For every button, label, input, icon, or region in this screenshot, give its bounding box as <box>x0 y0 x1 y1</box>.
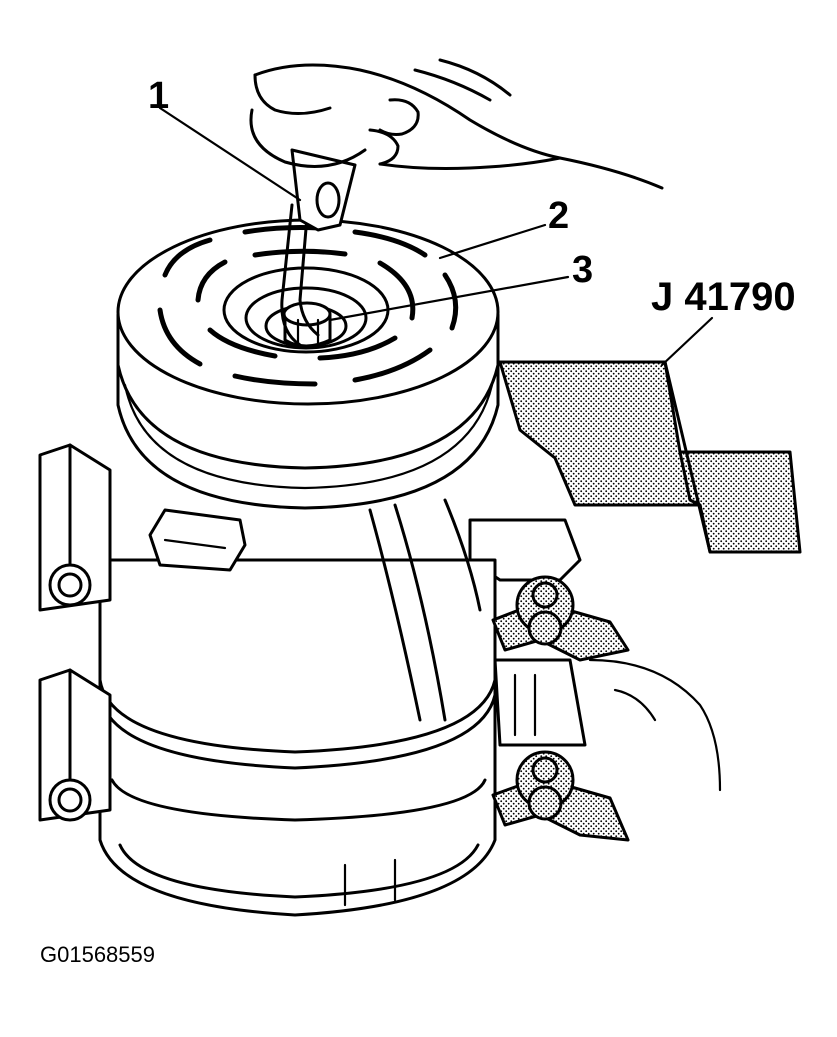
bench-edge <box>588 658 722 792</box>
tool-label: J 41790 <box>651 275 796 319</box>
upper-wing-nut <box>491 575 630 662</box>
holding-fixture <box>498 360 802 554</box>
hand <box>249 58 664 190</box>
callout-3: 3 <box>572 249 593 291</box>
callout-1: 1 <box>148 75 169 117</box>
shaft-nut <box>282 301 332 348</box>
clutch-pulley <box>116 218 500 510</box>
figure-id: G01568559 <box>40 942 155 967</box>
leader-lines <box>158 106 714 367</box>
compressor-body <box>38 443 587 917</box>
lower-wing-nut <box>491 750 630 842</box>
callout-2: 2 <box>548 195 569 237</box>
